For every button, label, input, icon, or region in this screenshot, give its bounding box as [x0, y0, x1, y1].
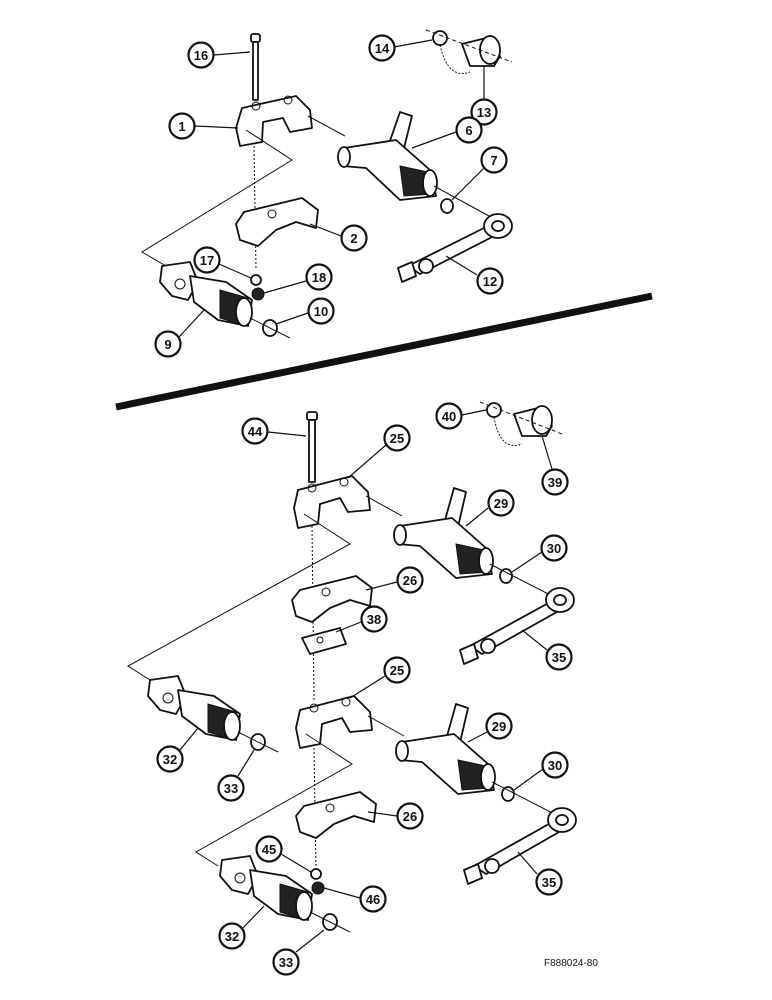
section-divider	[115, 292, 653, 411]
svg-text:38: 38	[367, 612, 381, 627]
callout-6: 6	[411, 116, 483, 149]
figure-reference: F888024-80	[544, 958, 598, 969]
part-nut-46	[311, 881, 325, 895]
svg-text:33: 33	[224, 781, 238, 796]
part-handle-12	[397, 213, 513, 283]
callout-35-lower: 35	[517, 851, 563, 896]
part-bolt-44	[306, 411, 318, 483]
svg-text:25: 25	[390, 663, 404, 678]
part-coupler-29-upper	[393, 487, 494, 579]
upper-assembly	[141, 29, 513, 339]
callout-33-upper: 33	[217, 749, 255, 802]
part-coupler-6	[337, 111, 438, 201]
svg-text:17: 17	[200, 253, 214, 268]
callout-40: 40	[435, 402, 487, 430]
part-bolt-16	[250, 33, 261, 101]
svg-text:1: 1	[178, 119, 185, 134]
callout-2: 2	[309, 223, 368, 252]
part-washer-17	[250, 274, 262, 286]
part-clamp-25-upper	[293, 475, 371, 529]
svg-text:14: 14	[375, 41, 390, 56]
callout-7: 7	[451, 146, 508, 201]
svg-text:9: 9	[164, 337, 171, 352]
callout-33-lower: 33	[272, 929, 325, 976]
callout-14: 14	[368, 34, 433, 62]
svg-text:13: 13	[477, 105, 491, 120]
svg-text:33: 33	[279, 955, 293, 970]
svg-text:26: 26	[403, 809, 417, 824]
callout-12: 12	[445, 255, 504, 295]
svg-text:29: 29	[492, 719, 506, 734]
callout-18: 18	[263, 263, 333, 294]
part-coupler-29-lower	[395, 703, 496, 795]
callout-45: 45	[255, 835, 312, 873]
part-clamp-lower-2	[235, 197, 319, 247]
svg-text:26: 26	[403, 573, 417, 588]
callout-38: 38	[335, 605, 388, 633]
callout-10: 10	[275, 297, 335, 325]
callout-30-upper: 30	[511, 534, 568, 573]
callout-26-upper: 26	[365, 566, 424, 594]
part-handle-35-lower	[463, 807, 577, 885]
callout-35-upper: 35	[521, 629, 573, 671]
part-clamp-25-lower	[295, 695, 373, 749]
part-coupler-9	[159, 261, 253, 327]
part-handle-35-upper	[459, 587, 575, 665]
svg-text:7: 7	[490, 153, 497, 168]
svg-text:45: 45	[262, 842, 276, 857]
part-dustcap-39	[479, 401, 563, 446]
part-clamp-26-lower	[295, 791, 377, 839]
part-oring-30-upper	[499, 568, 513, 584]
callout-44: 44	[241, 417, 307, 445]
part-dustcap-13	[425, 29, 513, 74]
callout-1: 1	[168, 112, 239, 140]
svg-text:12: 12	[483, 274, 497, 289]
callouts: 16 14 13 1 6 7 2 17 18 12 10 9 44 40 25 …	[154, 34, 573, 976]
svg-text:29: 29	[494, 496, 508, 511]
part-washer-45	[310, 868, 322, 880]
svg-text:44: 44	[248, 424, 263, 439]
callout-25-lower: 25	[349, 656, 411, 699]
part-coupler-32-lower	[219, 855, 313, 921]
svg-text:32: 32	[163, 752, 177, 767]
callout-32-upper: 32	[156, 727, 199, 773]
callout-29-upper: 29	[465, 489, 515, 527]
callout-30-lower: 30	[513, 751, 569, 791]
svg-text:30: 30	[548, 758, 562, 773]
svg-text:35: 35	[542, 875, 556, 890]
svg-text:16: 16	[194, 48, 208, 63]
svg-text:30: 30	[547, 541, 561, 556]
callout-25-upper: 25	[347, 424, 411, 479]
callout-39: 39	[541, 435, 569, 496]
callout-29-lower: 29	[467, 712, 513, 743]
svg-text:35: 35	[552, 650, 566, 665]
part-spacer-38	[301, 627, 347, 655]
svg-text:39: 39	[548, 475, 562, 490]
callout-26-lower: 26	[367, 802, 424, 830]
svg-text:46: 46	[366, 892, 380, 907]
svg-text:40: 40	[442, 409, 456, 424]
svg-text:32: 32	[225, 929, 239, 944]
callout-46: 46	[323, 885, 387, 913]
svg-text:25: 25	[390, 431, 404, 446]
callout-32-lower: 32	[218, 905, 265, 950]
part-oring-30-lower	[501, 786, 515, 802]
svg-text:2: 2	[350, 231, 357, 246]
part-clamp-26-upper	[291, 575, 373, 623]
part-clamp-upper-1	[235, 95, 313, 147]
part-oring-7	[440, 198, 454, 214]
callout-13: 13	[470, 66, 498, 126]
callout-9: 9	[154, 309, 205, 358]
part-coupler-32-upper	[147, 675, 241, 741]
svg-text:10: 10	[314, 304, 328, 319]
svg-text:18: 18	[312, 270, 326, 285]
callout-16: 16	[187, 41, 251, 69]
part-nut-18	[251, 287, 265, 301]
lower-assembly	[127, 401, 577, 933]
svg-text:6: 6	[465, 123, 472, 138]
callout-17: 17	[193, 246, 252, 279]
